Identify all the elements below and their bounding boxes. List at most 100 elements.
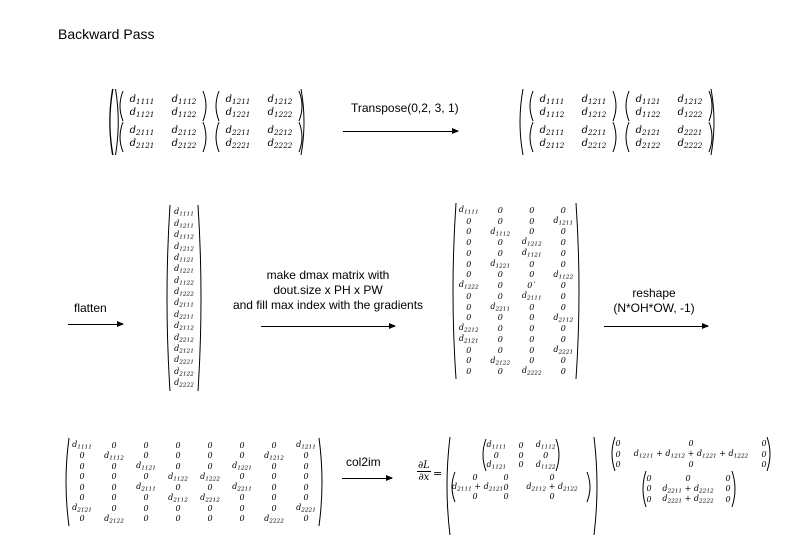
matrix-cell: d1111 [129, 93, 155, 106]
matrix-cell: d1211 [553, 215, 574, 227]
matrix-cell: d1112 [171, 93, 197, 106]
outer-paren [65, 437, 323, 527]
matrix-cell: 0 [111, 482, 117, 492]
make-dmax-arrow [261, 323, 396, 329]
matrix-cell: 0 [529, 205, 535, 215]
matrix-cell: d2222 [264, 513, 284, 524]
matrix-cell: d2222 [174, 378, 194, 389]
matrix-cell: 0 [529, 216, 535, 226]
block-paren [529, 90, 617, 122]
matrix-cell: d2221 [225, 137, 251, 150]
matrix-cell: 0 [549, 492, 555, 502]
right-paren [115, 88, 119, 156]
right-paren [731, 470, 736, 508]
matrix-cell: 0 [303, 472, 309, 482]
matrix-cell: 0 [207, 482, 213, 492]
equals-sign: = [433, 467, 443, 480]
right-paren [197, 204, 202, 392]
outer-paren [519, 88, 715, 156]
matrix-cell: 0 [271, 461, 277, 471]
matrix-cell: 0 [79, 461, 85, 471]
matrix-cell: 0 [466, 356, 472, 366]
matrix-cell: 0 [303, 451, 309, 461]
matrix-cell: 0 [271, 482, 277, 492]
matrix-cell: 0 [143, 514, 149, 524]
block-paren [119, 90, 207, 122]
matrix-cell: 0 [239, 514, 245, 524]
make-dmax-line-3: and fill max index with the gradients [232, 298, 424, 312]
inner-paren [482, 438, 560, 472]
matrix-cell: 0 [239, 451, 245, 461]
matrix-cell: d1122 [635, 106, 661, 119]
matrix-cell: 0 [143, 440, 149, 450]
left-paren [642, 470, 647, 508]
matrix-cell: 0 [497, 205, 503, 215]
matrix-cell: d1121 [635, 93, 661, 106]
left-paren [625, 90, 630, 122]
matrix-cell: 0 [560, 205, 566, 215]
matrix-cell: d1112 [104, 450, 124, 461]
block-paren [625, 90, 713, 122]
matrix-cell: d1211 [174, 218, 194, 230]
matrix-cell: 0 [529, 270, 535, 280]
left-paren [519, 88, 524, 156]
matrix-cell: 0 [493, 450, 499, 460]
matrix-cell: 0 [503, 473, 509, 482]
matrix-cell: d1122 [535, 459, 556, 470]
matrix-cell: d1111 [174, 207, 194, 218]
left-paren [529, 121, 534, 153]
right-paren [612, 90, 617, 122]
matrix-cell: 0 [239, 440, 245, 450]
matrix-cell: 0 [207, 451, 213, 461]
matrix-cell: 0 [111, 472, 117, 482]
left-paren [625, 121, 630, 153]
matrix-cell: d1211 [296, 440, 316, 451]
matrix-cell: 0 [466, 291, 472, 301]
matrix-cell: 0 [529, 324, 535, 334]
right-paren [555, 438, 560, 472]
matrix-cell: 0 [466, 367, 472, 377]
matrix-cell: d2111 [521, 291, 542, 302]
matrix-cell: 0 [615, 459, 621, 469]
matrix-cell: d1212 [521, 237, 542, 248]
matrix-cell: 0 [560, 324, 566, 334]
matrix-cell: d2211 [174, 309, 194, 321]
dLdx-fraction: ∂L ∂x [417, 460, 431, 483]
matrix-cell: 0 [560, 281, 566, 291]
matrix-cell: d1111 [72, 440, 92, 451]
matrix-cell: d2112 [171, 124, 197, 137]
matrix-cell: 0 [466, 313, 472, 323]
right-paren [708, 121, 713, 153]
flatten-arrow [68, 321, 124, 327]
matrix-cell: 0 [472, 492, 478, 502]
left-paren [119, 90, 124, 122]
matrix-cell: 0 [111, 440, 117, 450]
matrix-cell: d1112 [539, 106, 565, 119]
matrix-cell: 0 [466, 259, 472, 269]
right-paren [318, 437, 323, 527]
matrix-cell: d2112 [168, 492, 188, 503]
matrix-cell: 0 [518, 460, 524, 470]
reshape-line-1: reshape [632, 286, 676, 300]
flatten-label: flatten [74, 301, 107, 315]
matrix-cell: d1211 [581, 93, 607, 106]
matrix-cell: 0 [111, 461, 117, 471]
matrix-cell: 0 [79, 451, 85, 461]
matrix-cell: d1122 [168, 471, 188, 482]
matrix-cell: d2212 [581, 137, 607, 150]
outer-paren [452, 202, 580, 380]
matrix-cell: 0` [527, 281, 537, 291]
matrix-cell: 0 [549, 473, 555, 482]
matrix-cell: 0 [239, 472, 245, 482]
col2im-arrow [342, 475, 393, 481]
matrix-cell: 0 [271, 503, 277, 513]
matrix-cell: 0 [239, 503, 245, 513]
matrix-cell: d2212 [458, 323, 479, 334]
matrix-cell: d2122 [174, 366, 194, 378]
